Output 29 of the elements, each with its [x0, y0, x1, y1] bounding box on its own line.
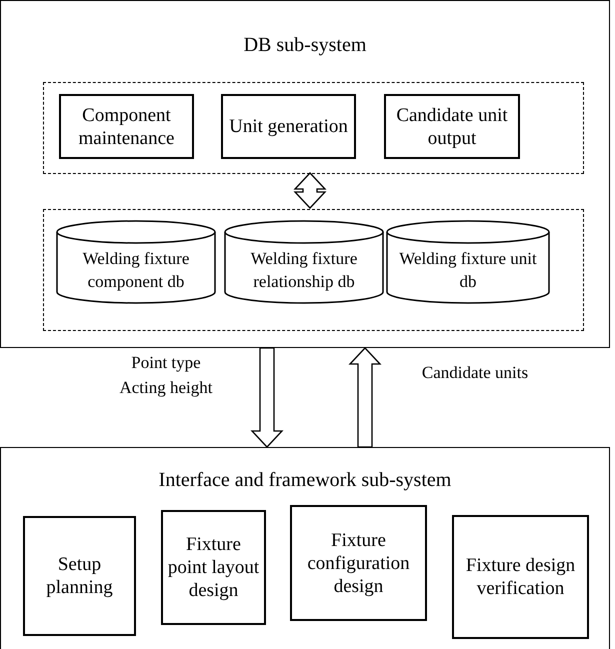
process-box: [23, 516, 136, 636]
database-label: Welding fixture unit db: [398, 248, 538, 293]
box-label: Fixture point layout design: [166, 533, 260, 602]
subsystem-panel: [0, 447, 610, 649]
process-box: [221, 94, 356, 159]
process-box: [290, 505, 427, 621]
database-cylinder: [56, 220, 216, 304]
database-label: Welding fixture component db: [82, 248, 190, 293]
process-box: [161, 510, 266, 625]
database-label: Welding fixture relationship db: [250, 248, 358, 293]
panel-title: Interface and framework sub-system: [158, 470, 452, 490]
box-label: Unit generation: [228, 115, 349, 138]
hollow-arrow: [348, 347, 382, 448]
process-box: [59, 94, 194, 159]
box-label: Fixture configuration design: [306, 528, 411, 598]
box-label: Fixture design verification: [464, 554, 576, 600]
database-cylinder: [386, 220, 550, 304]
hollow-arrow: [250, 347, 284, 448]
subsystem-panel: [0, 0, 610, 348]
box-label: Component maintenance: [77, 104, 176, 150]
dashed-group-box: [43, 209, 584, 331]
process-box: [384, 94, 520, 159]
hollow-arrow: [294, 172, 326, 209]
process-box: [452, 515, 589, 639]
dashed-group-box: [43, 82, 584, 174]
panel-title: DB sub-system: [242, 35, 368, 55]
box-label: Setup planning: [45, 553, 114, 599]
database-cylinder: [224, 220, 384, 304]
box-label: Candidate unit output: [395, 104, 509, 150]
